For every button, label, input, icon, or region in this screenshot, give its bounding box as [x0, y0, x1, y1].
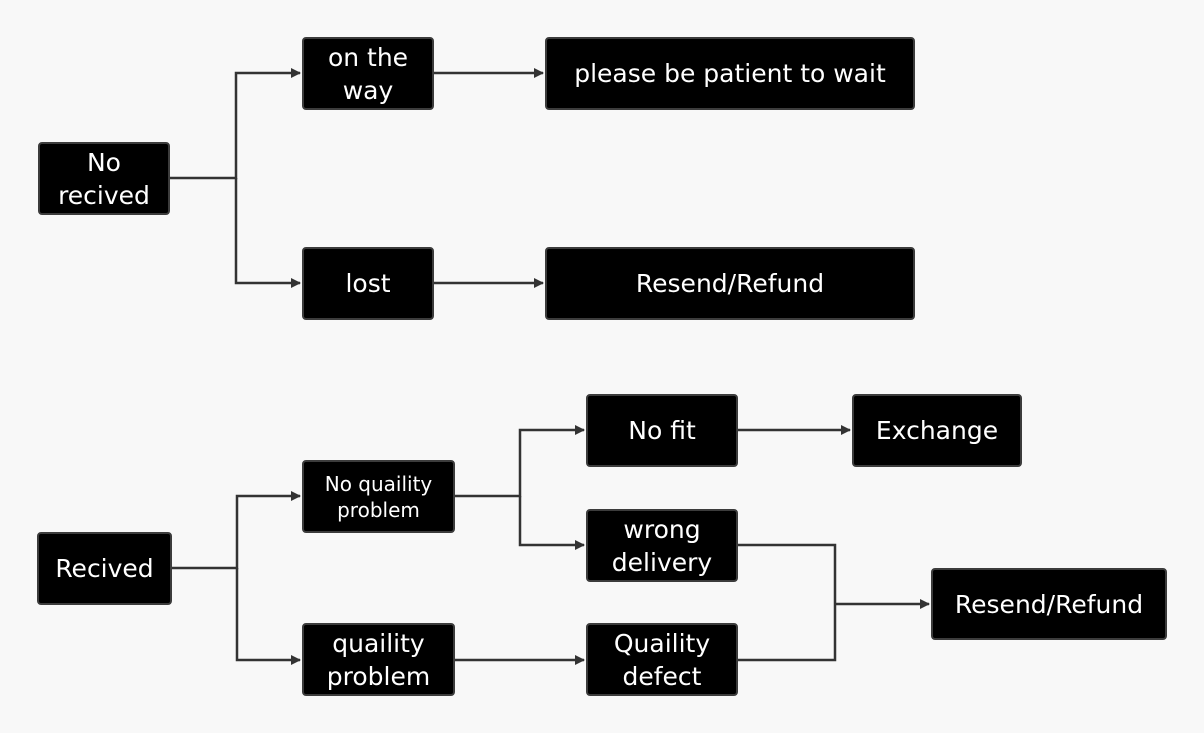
node-no-fit: No fit	[586, 394, 738, 467]
connector-no-quality-problem-to-wrong-delivery	[518, 496, 585, 550]
node-recived: Recived	[37, 532, 172, 605]
connector-recived-to-quality-problem	[235, 568, 301, 665]
connector-no-recived-to-lost	[234, 178, 301, 288]
node-resend-refund-bottom: Resend/Refund	[931, 568, 1167, 640]
node-on-the-way: on the way	[302, 37, 434, 110]
node-quality-defect: Quaility defect	[586, 623, 738, 696]
node-resend-refund-top: Resend/Refund	[545, 247, 915, 320]
node-please-be-patient-to-wait: please be patient to wait	[545, 37, 915, 110]
node-no-quality-problem: No quaility problem	[302, 460, 455, 533]
connector-no-quality-problem-to-no-fit	[455, 425, 585, 498]
connector-recived-to-no-quality-problem	[172, 491, 301, 570]
node-exchange: Exchange	[852, 394, 1022, 467]
node-lost: lost	[302, 247, 434, 320]
connector-no-recived-to-on-the-way	[170, 68, 301, 180]
node-quality-problem: quaility problem	[302, 623, 455, 696]
node-no-recived: No recived	[38, 142, 170, 215]
connector-wrong-delivery-merge	[738, 543, 837, 662]
node-wrong-delivery: wrong delivery	[586, 509, 738, 582]
